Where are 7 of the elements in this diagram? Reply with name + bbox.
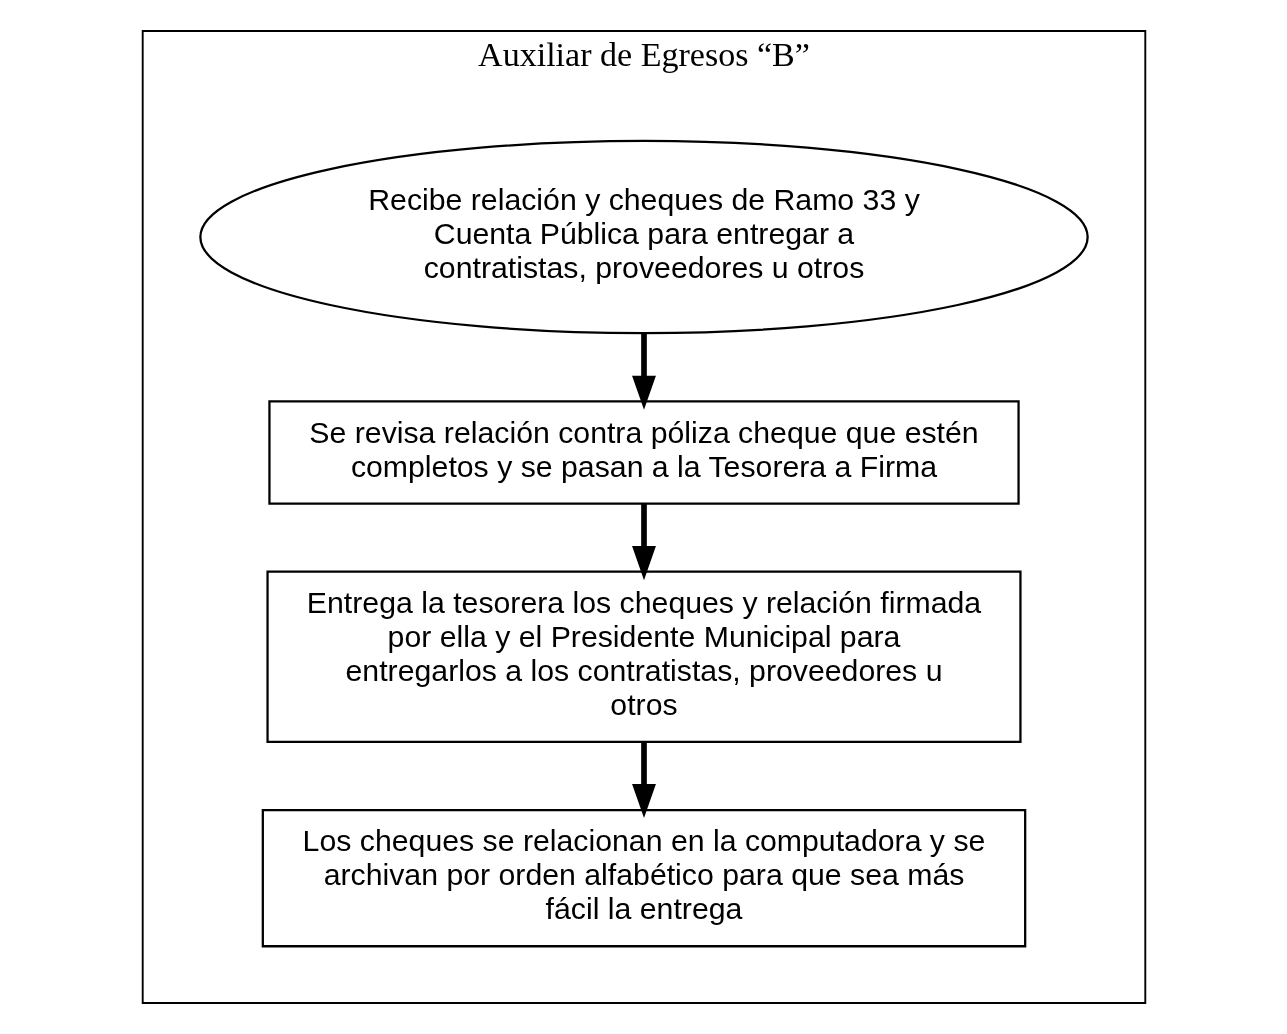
arrow bbox=[631, 742, 656, 819]
arrow bbox=[631, 333, 656, 410]
node-box: Los cheques se relacionan en la computadora y se archivan por orden alfabético para que sea más fácil la entrega bbox=[261, 808, 1026, 948]
node-box: Entrega la tesorera los cheques y relación firmada por ella y el Presidente Municipal para entregarlos a los contratistas, proveedores u otros bbox=[265, 570, 1022, 744]
arrow bbox=[631, 503, 656, 581]
node-box: Se revisa relación contra póliza cheque que estén completos y se pasan a la Tesorera a Firma bbox=[267, 400, 1020, 505]
node-ellipse: Recibe relación y cheques de Ramo 33 y Cuenta Pública para entregar a contratistas, proveedores u otros bbox=[198, 139, 1089, 335]
